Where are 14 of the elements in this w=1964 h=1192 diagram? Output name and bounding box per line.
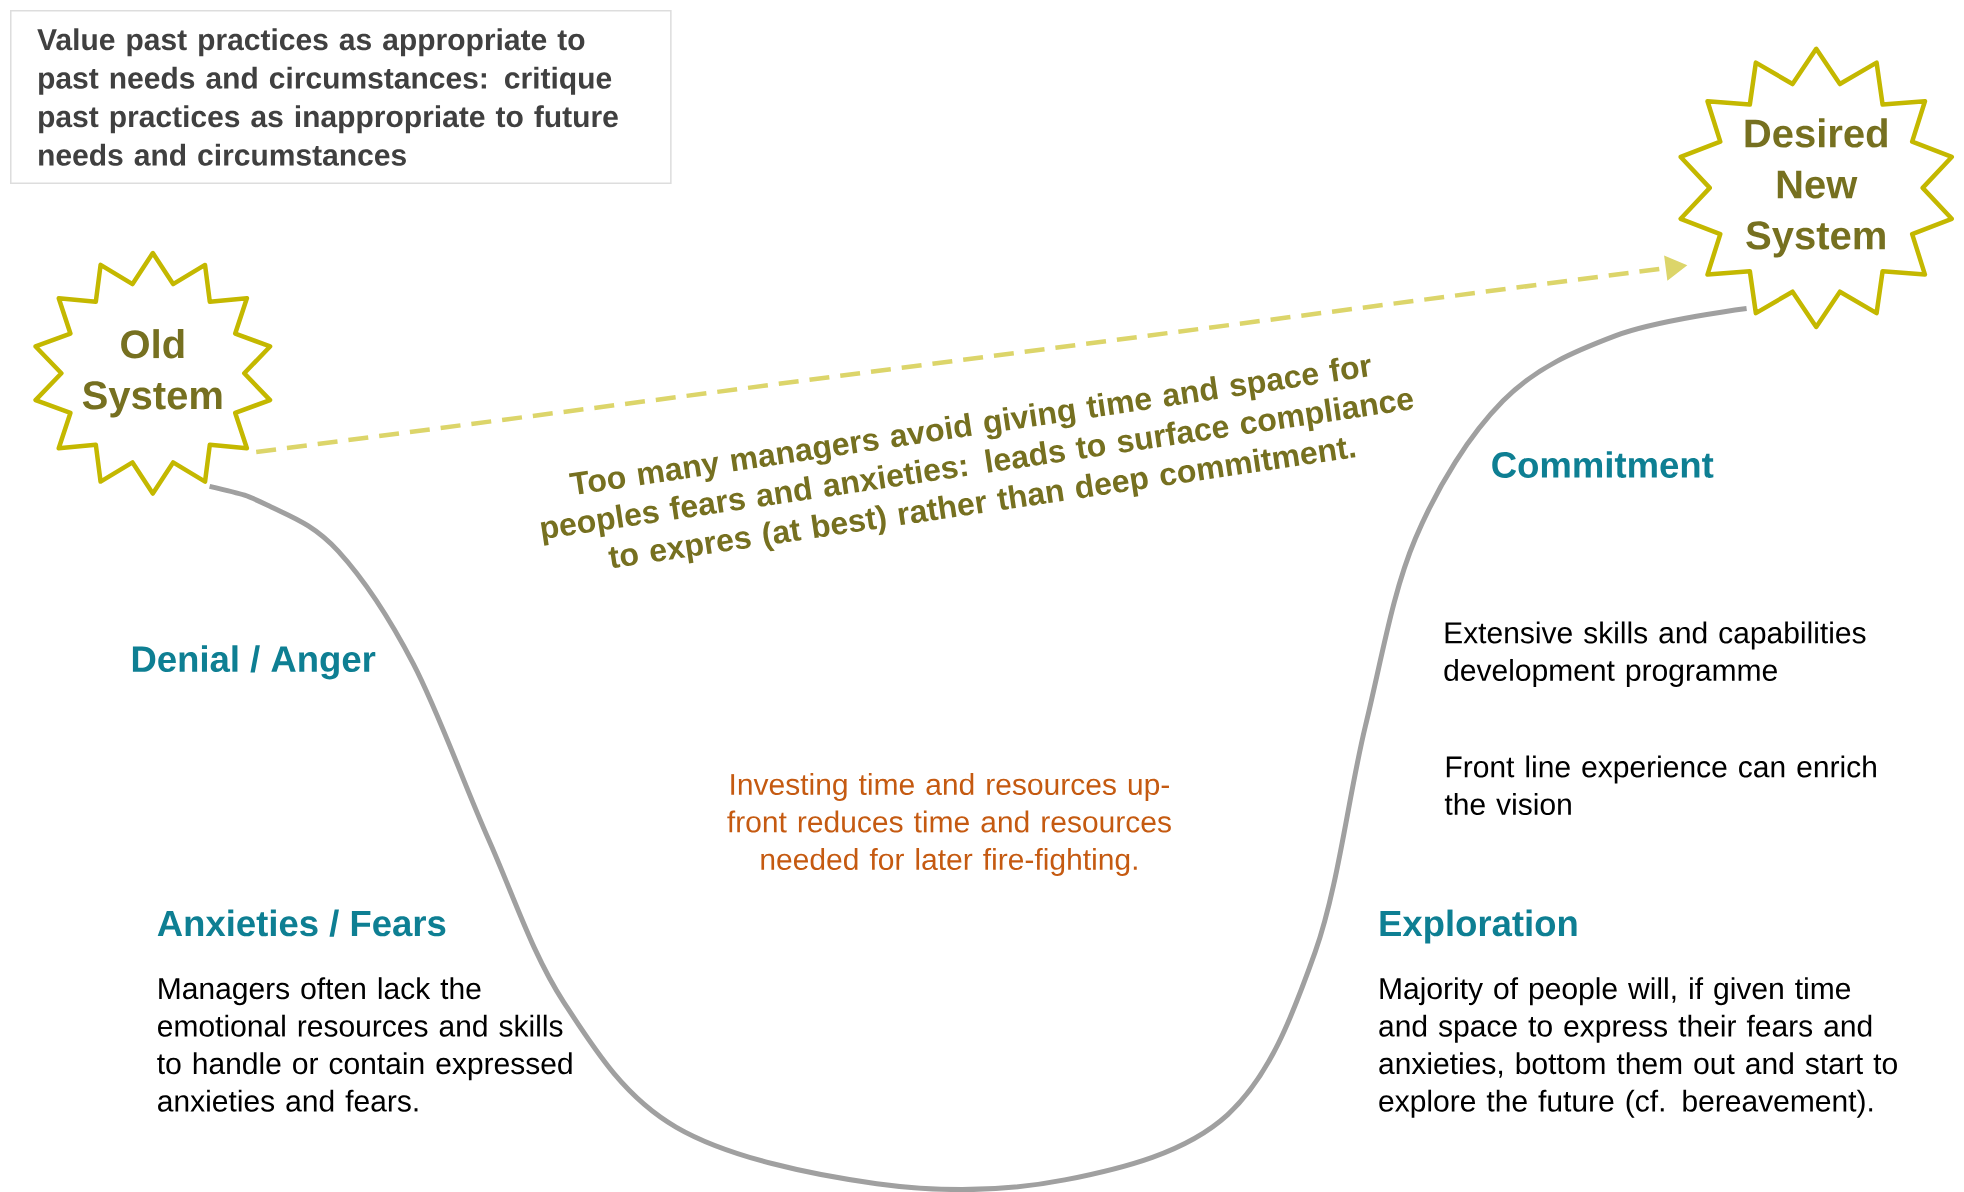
stage-heading: Commitment xyxy=(1492,450,1714,478)
body-text: Extensive skills and capabilities development programme xyxy=(1444,621,1866,687)
body-text: Front line experience can enrich the vision xyxy=(1444,755,1876,815)
text-box: Value past practices as appropriate to past needs and circumstances: critique past practices as inappropriate to future needs and circumstances xyxy=(10,9,672,184)
stage-heading: Denial / Anger xyxy=(132,645,376,680)
starburst: Desired New System xyxy=(1678,46,1954,329)
body-text: Managers often lack the emotional resources and skills to handle or contain expressed anxieties and fears. xyxy=(157,977,572,1112)
body-text: Majority of people will, if given time and space to express their fears and anxieties, bottom them out and start to explore the future (cf. bereavement). xyxy=(1379,977,1897,1118)
change-curve xyxy=(209,305,1747,1192)
edge-label: Too many managers avoid giving time and space for peoples fears and anxieties: leads to surface compliance to expres (at best) rather than deep commitment. xyxy=(540,357,1414,568)
note-text: Investing time and resources up-front reduces time and resources needed for later fire-fighting. xyxy=(727,772,1171,876)
stage-heading: Exploration xyxy=(1380,909,1577,944)
stage-heading: Anxieties / Fears xyxy=(157,909,446,937)
starburst: Old System xyxy=(33,250,273,496)
